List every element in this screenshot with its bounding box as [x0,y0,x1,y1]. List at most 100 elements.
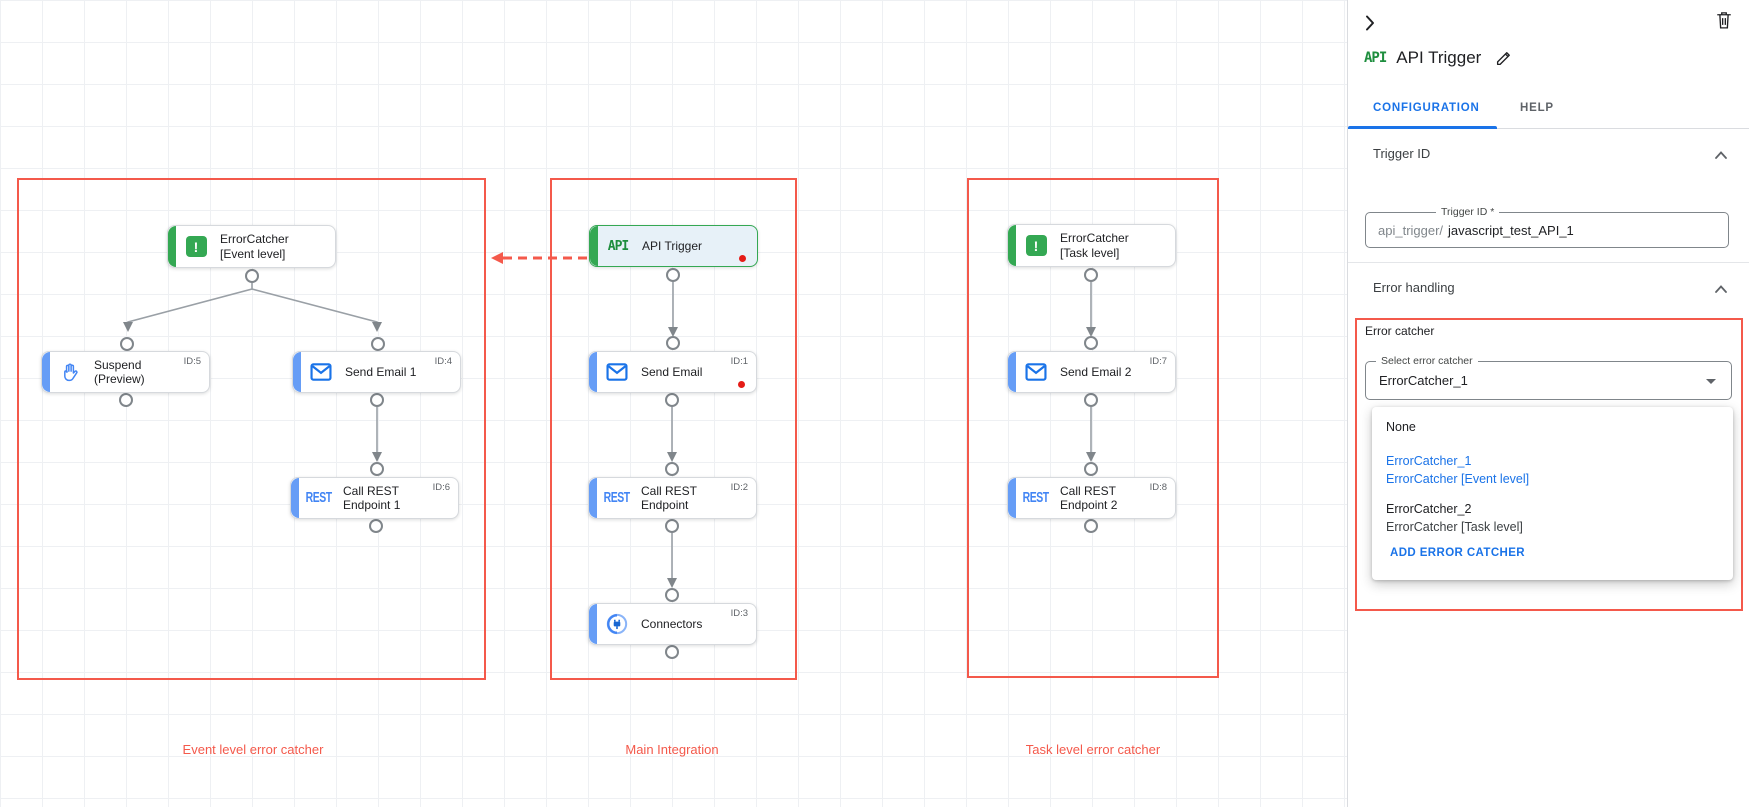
node-send-email-2[interactable]: Send Email 2 ID:7 [1007,351,1176,393]
active-tab-indicator [1348,126,1497,129]
node-id-badge: ID:1 [730,356,748,367]
section-divider [1348,262,1749,263]
select-error-catcher-value: ErrorCatcher_1 [1379,373,1468,388]
config-panel: API API Trigger CONFIGURATION HELP Trigg… [1347,0,1749,807]
group-rect-main-integration [550,178,797,680]
tab-configuration[interactable]: CONFIGURATION [1373,102,1480,114]
group-rect-task-level [967,178,1219,678]
select-error-catcher-label: Select error catcher [1376,355,1478,367]
node-connectors[interactable]: Connectors ID:3 [588,603,757,645]
pencil-icon [1497,52,1511,66]
node-id-badge: ID:4 [434,356,452,367]
node-send-email-1[interactable]: Send Email 1 ID:4 [292,351,461,393]
node-accent-bar [1008,225,1016,266]
rest-icon: REST [306,490,332,506]
menu-option-errorcatcher-1[interactable]: ErrorCatcher_1 [1386,454,1472,468]
node-accent-bar [1008,478,1016,518]
node-label: Call REST Endpoint 2 [1060,483,1118,512]
chevron-up-icon[interactable] [1715,285,1727,293]
node-id-badge: ID:8 [1149,482,1167,493]
error-catcher-dropdown-menu: None ErrorCatcher_1 ErrorCatcher [Event … [1372,407,1733,580]
hand-icon [58,360,82,384]
edge [123,282,1096,588]
rest-icon: REST [604,490,630,506]
node-label: API Trigger [642,238,703,253]
email-icon [605,360,629,384]
node-api-trigger[interactable]: API API Trigger [589,225,758,267]
node-suspend-preview[interactable]: Suspend (Preview) ID:5 [41,351,210,393]
error-catcher-label: Error catcher [1365,324,1435,338]
node-label: Call REST Endpoint [641,483,697,512]
add-error-catcher-button[interactable]: ADD ERROR CATCHER [1390,547,1526,559]
node-port[interactable] [119,268,1098,659]
node-label: Call REST Endpoint 1 [343,483,401,512]
group-label-main-integration: Main Integration [625,742,719,757]
edges-layer [119,252,1098,659]
node-call-rest-endpoint[interactable]: REST Call REST Endpoint ID:2 [588,477,757,519]
menu-option-errorcatcher-2-desc[interactable]: ErrorCatcher [Task level] [1386,520,1523,534]
trigger-id-field[interactable]: Trigger ID * api_trigger/ javascript_tes… [1365,206,1729,248]
node-accent-bar [1008,352,1016,392]
error-dot [738,381,745,388]
node-id-badge: ID:2 [730,482,748,493]
node-label: Connectors [641,616,703,631]
chevron-up-icon[interactable] [1715,151,1727,159]
api-icon: API [607,238,630,254]
node-call-rest-endpoint-2[interactable]: REST Call REST Endpoint 2 ID:8 [1007,477,1176,519]
trash-icon [1717,12,1731,29]
node-errorcatcher-event-level[interactable]: ! ErrorCatcher [Event level] [167,225,336,268]
node-label: Suspend (Preview) [94,357,145,386]
chevron-right-icon [1366,15,1374,31]
section-heading-error-handling: Error handling [1373,280,1455,295]
error-catcher-icon: ! [184,235,208,259]
error-catcher-icon: ! [1024,234,1048,258]
node-id-badge: ID:6 [432,482,450,493]
node-call-rest-endpoint-1[interactable]: REST Call REST Endpoint 1 ID:6 [290,477,459,519]
node-label: Send Email [641,364,703,379]
node-accent-bar [589,478,597,518]
page-title: API Trigger [1396,48,1482,67]
node-errorcatcher-task-level[interactable]: ! ErrorCatcher [Task level] [1007,224,1176,267]
node-accent-bar [291,478,299,518]
integration-canvas[interactable]: ! ErrorCatcher [Event level] Suspend (Pr… [0,0,1347,807]
api-trigger-icon: API [1364,50,1387,66]
node-accent-bar [589,352,597,392]
error-catcher-highlight-box [1355,318,1743,611]
node-accent-bar [42,352,50,392]
trigger-id-prefix: api_trigger/ [1378,222,1444,238]
edit-title-button[interactable] [1495,49,1513,67]
node-id-badge: ID:3 [730,608,748,619]
node-accent-bar [590,226,598,266]
rest-icon: REST [1023,490,1049,506]
menu-option-errorcatcher-1-desc[interactable]: ErrorCatcher [Event level] [1386,472,1530,486]
panel-header: API API Trigger [1364,48,1513,68]
panel-tabs: CONFIGURATION HELP [1348,96,1749,129]
node-send-email[interactable]: Send Email ID:1 [588,351,757,393]
node-label: ErrorCatcher [Event level] [220,232,289,261]
error-dot [739,255,746,262]
dropdown-arrow-icon [1706,379,1716,384]
node-id-badge: ID:7 [1149,356,1167,367]
node-label: ErrorCatcher [Task level] [1060,231,1129,260]
node-id-badge: ID:5 [183,356,201,367]
email-icon [309,360,333,384]
tab-help[interactable]: HELP [1520,102,1554,114]
menu-option-none[interactable]: None [1386,420,1416,434]
email-icon [1024,360,1048,384]
delete-trigger-button[interactable] [1715,10,1737,32]
node-accent-bar [293,352,301,392]
collapse-panel-button[interactable] [1358,11,1382,35]
node-accent-bar [589,604,597,644]
node-accent-bar [168,226,176,267]
menu-option-errorcatcher-2[interactable]: ErrorCatcher_2 [1386,502,1472,516]
trigger-id-value: javascript_test_API_1 [1448,222,1574,238]
connectors-icon [605,612,629,636]
select-error-catcher[interactable]: Select error catcher ErrorCatcher_1 [1365,355,1732,400]
group-rect-event-level [17,178,486,680]
trigger-id-field-label: Trigger ID * [1436,206,1500,218]
node-label: Send Email 2 [1060,364,1132,379]
group-label-event-level: Event level error catcher [182,742,324,757]
section-heading-trigger-id: Trigger ID [1373,146,1431,161]
group-label-task-level: Task level error catcher [1025,742,1161,757]
node-label: Send Email 1 [345,364,417,379]
